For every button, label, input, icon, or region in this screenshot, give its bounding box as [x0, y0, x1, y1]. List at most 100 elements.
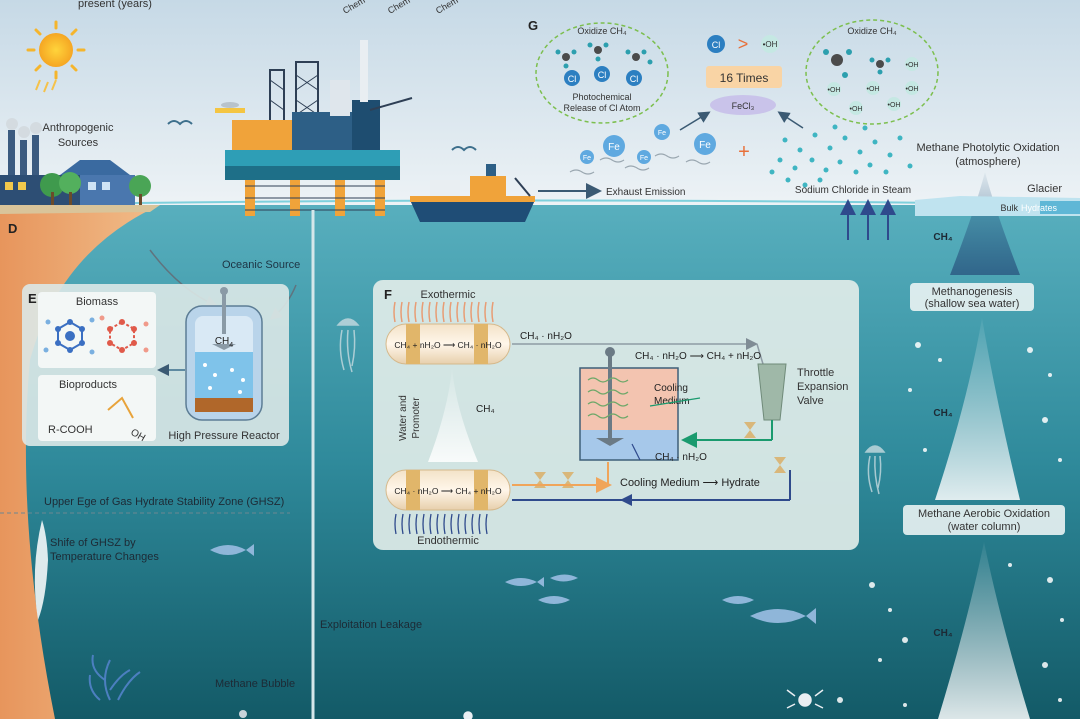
- seabed-plume: [938, 542, 1030, 719]
- cl-molecules: [555, 42, 653, 69]
- anthropogenic-label-2: Sources: [58, 137, 99, 149]
- ghsz-upper-label: Upper Ege of Gas Hydrate Stability Zone …: [44, 496, 284, 508]
- methanogenesis-label-2: (shallow sea water): [925, 298, 1020, 310]
- cl-oxidation-ellipse: [535, 22, 669, 124]
- cl-atom-label: Cl: [568, 74, 577, 84]
- bird-icon: [167, 120, 193, 126]
- vessel-lower: [580, 430, 678, 460]
- fe-atom-icon: [694, 133, 716, 155]
- photochemical-label-1: Photochemical: [572, 92, 631, 102]
- coral-icon: [88, 654, 141, 701]
- bulk-label: Bulk: [1000, 203, 1018, 213]
- oh-radical-label: •OH: [906, 62, 919, 69]
- shift-label-2: Temperature Changes: [50, 551, 159, 563]
- bioproducts-label: Bioproducts: [59, 379, 118, 391]
- ship-icon: [410, 164, 535, 222]
- water-promoter-label-2: Promoter: [411, 397, 422, 439]
- oh-radical-label: •OH: [888, 102, 901, 109]
- fe-label: Fe: [640, 155, 648, 162]
- continental-slope: [0, 205, 160, 719]
- oh-molecules: [823, 49, 919, 115]
- panel-f-letter: F: [384, 287, 392, 302]
- panel-e-letter: E: [28, 291, 37, 306]
- water-promoter-label-1: Water and: [398, 395, 409, 441]
- fe-label: Fe: [583, 155, 591, 162]
- fe-particles: [569, 153, 711, 175]
- oh-radical-label: •OH: [906, 86, 919, 93]
- methane-bubbles: [837, 342, 1064, 707]
- greater-than-sign: >: [738, 34, 749, 54]
- biomass-label: Biomass: [76, 296, 119, 308]
- cl-atom-icon: [626, 70, 642, 86]
- sky: [0, 0, 1080, 210]
- ch4-label-bottom: CH₄: [933, 628, 952, 639]
- high-pressure-reactor-icon: [185, 287, 263, 421]
- throttle-label-1: Throttle: [797, 367, 834, 379]
- present-years-label: present (years): [78, 0, 152, 10]
- rcooh-label: R-COOH: [48, 424, 93, 436]
- cl-atom-label: Cl: [598, 70, 607, 80]
- fe-atom-icon: [603, 135, 625, 157]
- ch4-mid-label: CH₄: [476, 404, 495, 415]
- cl-atom-icon: [564, 70, 580, 86]
- cooling-coil-icon: [587, 377, 629, 419]
- cooling-to-hydrate-label: Cooling Medium ⟶ Hydrate: [620, 477, 760, 489]
- factory-icon: [0, 118, 151, 205]
- cl-compare-label: Cl: [712, 40, 721, 50]
- oh-radical-label: •OH: [850, 106, 863, 113]
- reaction-eq-bottom: CH₄ · nH₂O ⟶ CH₄ + nH₂O: [394, 486, 502, 496]
- cl-atom-label: Cl: [630, 74, 639, 84]
- reactor-label: High Pressure Reactor: [168, 430, 280, 442]
- reaction-eq-top: CH₄ + nH₂O ⟶ CH₄ · nH₂O: [394, 340, 502, 350]
- photolytic-label-1: Methane Photolytic Oxidation: [916, 142, 1059, 154]
- fe-atom-icon: [580, 150, 594, 164]
- methanogenesis-box: [910, 283, 1034, 311]
- exothermic-heat-icon: [393, 301, 494, 323]
- hydrate-label: CH₄ · nH₂O: [655, 452, 707, 463]
- fish-icon: [210, 544, 816, 624]
- fecl3-ellipse: [710, 95, 776, 115]
- photolytic-label-2: (atmosphere): [955, 156, 1020, 168]
- oceanic-source-label: Oceanic Source: [222, 259, 300, 271]
- exothermic-label: Exothermic: [420, 289, 476, 301]
- plus-sign: +: [738, 141, 750, 163]
- cl-atom-icon: [594, 66, 610, 82]
- bioproducts-box: [38, 375, 156, 441]
- aerobic-label-1: Methane Aerobic Oxidation: [918, 508, 1050, 520]
- water-plume: [935, 318, 1020, 500]
- ch4-plume: [428, 368, 478, 462]
- panel-d-letter: D: [8, 221, 17, 236]
- ghsz-shift-shape: [34, 520, 48, 620]
- aerobic-label-2: (water column): [948, 521, 1021, 533]
- oh-compare-label: •OH: [763, 40, 778, 49]
- anthropogenic-label-1: Anthropogenic: [43, 122, 114, 134]
- throttle-label-3: Valve: [797, 395, 824, 407]
- exploitation-leakage-label: Exploitation Leakage: [320, 619, 422, 631]
- throttle-valve-icon: [757, 363, 787, 421]
- panel-g-letter: G: [528, 18, 538, 33]
- fecl3-label: FeCl₃: [732, 101, 755, 111]
- cl-atom-icon: [707, 35, 725, 53]
- fe-label: Fe: [658, 130, 666, 137]
- crab-icon: [463, 689, 824, 719]
- glacier-label: Glacier: [1027, 183, 1062, 195]
- aerobic-oxidation-box: [903, 505, 1065, 535]
- reactor-ch4-label: CH4: [215, 336, 233, 349]
- fe-atom-icon: [654, 124, 670, 140]
- throttle-label-2: Expansion: [797, 381, 848, 393]
- methanogenesis-label-1: Methanogenesis: [932, 286, 1013, 298]
- oxidize-ch4-left: Oxidize CH₄: [577, 26, 627, 36]
- cooling-medium-label-2: Medium: [654, 396, 690, 407]
- exhaust-emission-label: Exhaust Emission: [606, 187, 685, 198]
- oh-radical-label: •OH: [828, 87, 841, 94]
- shift-label-1: Shife of GHSZ by: [50, 537, 136, 549]
- ch4-label-top: CH₄: [933, 232, 952, 243]
- sun-icon: [26, 20, 86, 93]
- oh-radical-icon: [761, 35, 779, 53]
- bird-icon: [451, 146, 477, 152]
- cooling-medium-label-1: Cooling: [654, 383, 688, 394]
- biomass-molecule-icon: [43, 315, 149, 355]
- vessel-equation: CH₄ · nH₂O ⟶ CH₄ + nH₂O: [635, 351, 761, 362]
- oil-platform-icon: [215, 40, 413, 216]
- sixteen-times-box: [706, 66, 782, 88]
